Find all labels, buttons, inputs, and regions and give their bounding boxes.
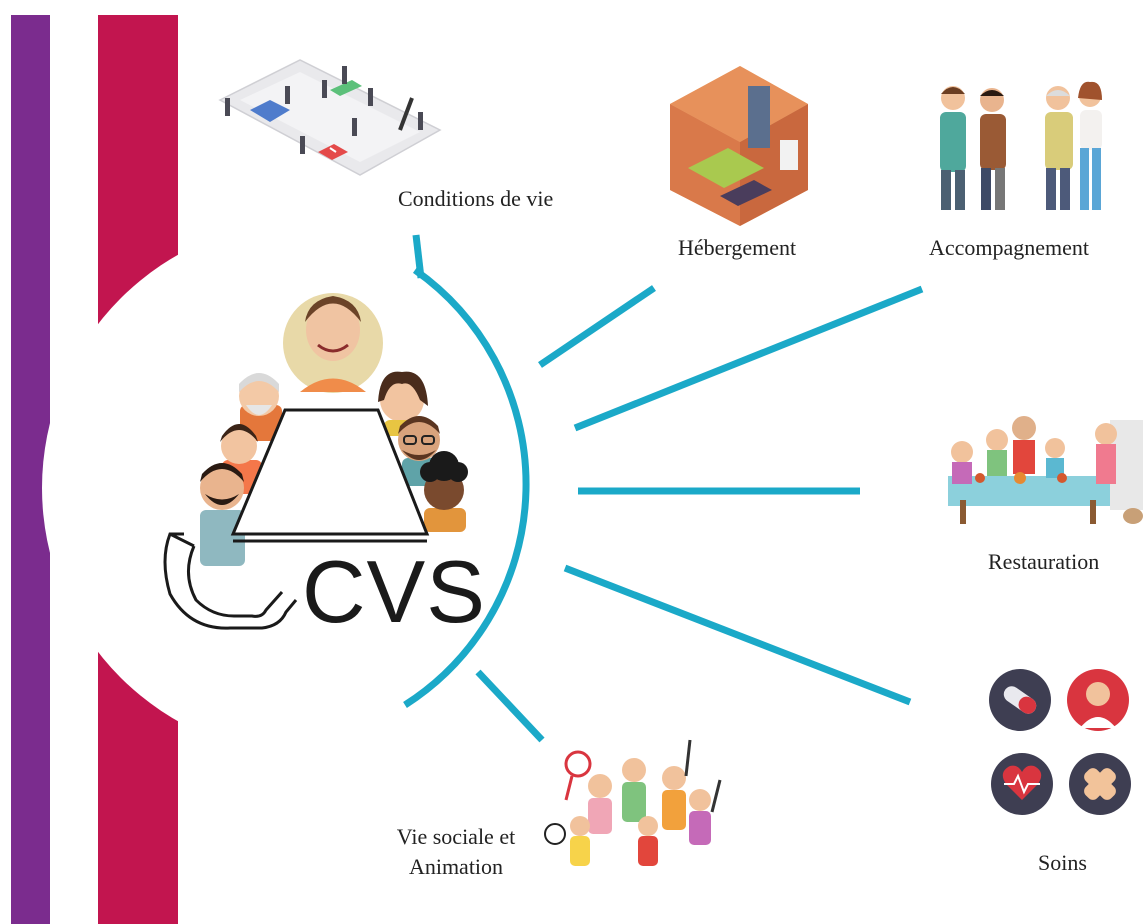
bearded-man-avatar (200, 463, 245, 566)
city-planning-illustration (218, 59, 442, 176)
label-soins: Soins (1038, 850, 1087, 875)
bedroom-illustration (670, 66, 808, 226)
meeting-illustration (163, 293, 468, 630)
label-restauration: Restauration (988, 549, 1100, 574)
sports-group-illustration (544, 739, 722, 866)
elderly-man-avatar (239, 373, 282, 441)
label-vie-sociale-line2: Animation (408, 853, 504, 879)
label-vie-sociale: Vie sociale et Animation (394, 822, 518, 881)
wheelchair-icon (163, 532, 298, 630)
label-conditions-de-vie: Conditions de vie (398, 186, 554, 211)
connector-conditions (412, 234, 425, 279)
label-hebergement: Hébergement (678, 235, 797, 260)
woman-curly-avatar (420, 451, 468, 532)
connector-vie-sociale (475, 669, 545, 743)
meeting-table (230, 408, 430, 536)
hub-arc (403, 267, 530, 708)
connector-soins (563, 564, 912, 706)
hub-title: CVS (302, 542, 486, 641)
caregivers-illustration (940, 81, 1102, 210)
label-accompagnement: Accompagnement (929, 235, 1090, 260)
connectors (412, 234, 924, 743)
medical-care-icons (989, 669, 1131, 815)
connector-accompagnement (573, 285, 924, 432)
connector-hebergement (538, 285, 656, 368)
family-dining-illustration (948, 416, 1143, 524)
label-vie-sociale-line1: Vie sociale et (396, 824, 516, 849)
